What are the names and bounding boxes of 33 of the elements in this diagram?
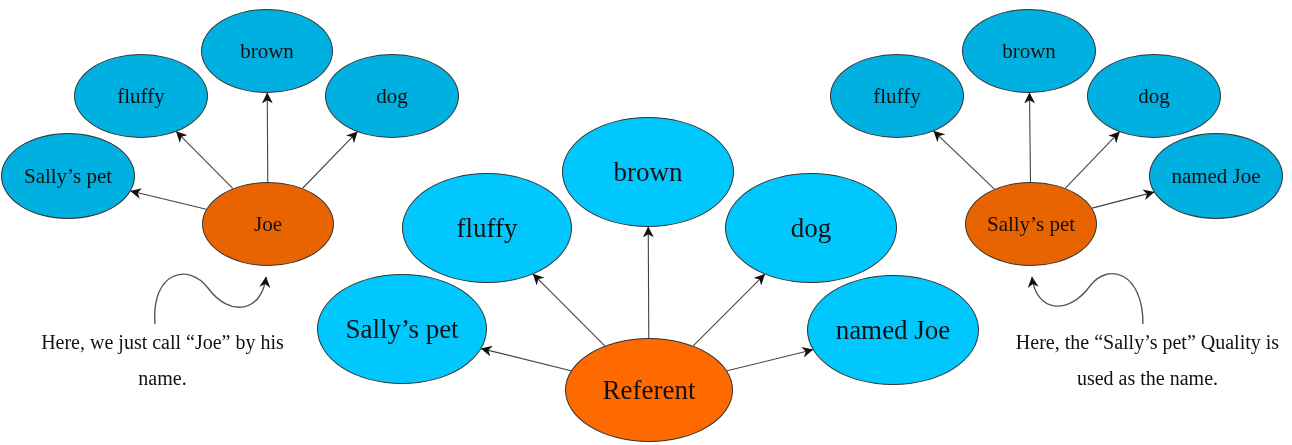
node-label: brown <box>613 156 683 188</box>
node-label: fluffy <box>873 83 921 109</box>
node-label: named Joe <box>1171 163 1261 189</box>
arrow <box>532 273 606 347</box>
node-label: Joe <box>254 211 282 237</box>
curved-arrow <box>154 273 270 325</box>
arrow <box>933 130 995 190</box>
arrow <box>480 345 572 372</box>
arrow <box>261 92 273 183</box>
node-label: Sally’s pet <box>345 313 459 345</box>
node-label: named Joe <box>835 314 951 346</box>
arrow <box>1064 131 1120 189</box>
node-label: Referent <box>602 374 696 406</box>
node-label: fluffy <box>456 212 518 244</box>
node-label: dog <box>376 83 408 109</box>
arrow <box>726 346 814 372</box>
node-label: fluffy <box>117 83 165 109</box>
node-label: dog <box>1138 83 1170 109</box>
node-label: brown <box>1002 38 1056 64</box>
node-label: brown <box>240 38 294 64</box>
node-label: dog <box>790 212 832 244</box>
arrow <box>1091 189 1155 209</box>
arrow <box>175 131 234 190</box>
node-label: Sally’s pet <box>986 211 1076 237</box>
arrow <box>642 226 654 339</box>
node-label: Sally’s pet <box>23 163 113 189</box>
note-text: Here, we just call “Joe” by his name. <box>41 331 284 389</box>
arrow <box>302 131 358 189</box>
arrow <box>692 273 766 347</box>
arrow <box>1024 92 1036 183</box>
curved-arrow <box>1028 272 1144 325</box>
arrow <box>130 188 207 210</box>
note-text: Here, the “Sally’s pet” Quality is used as the name. <box>1015 331 1280 389</box>
